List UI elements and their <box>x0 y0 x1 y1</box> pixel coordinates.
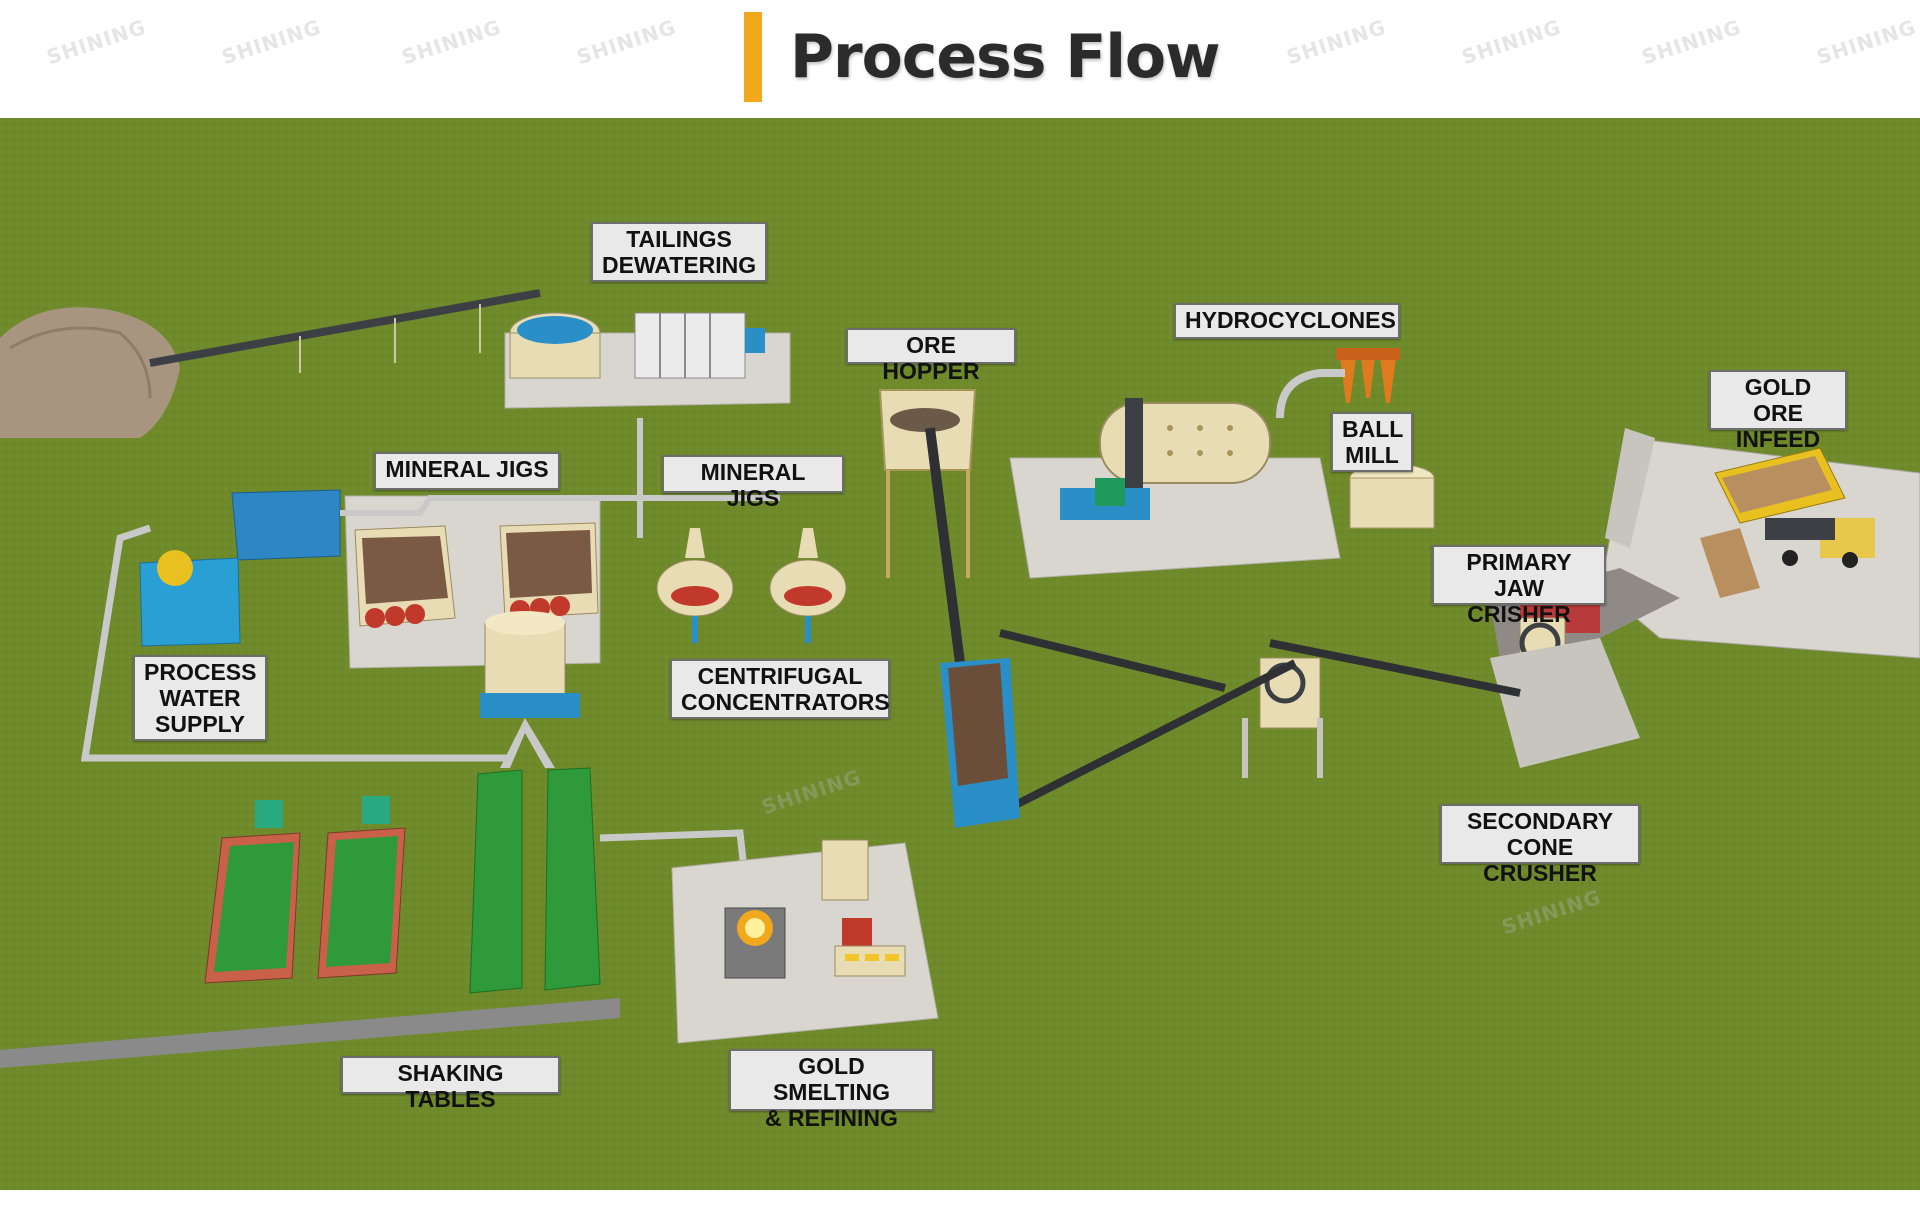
label-mineral-jigs-left: MINERAL JIGS <box>374 452 560 490</box>
screen-return-conveyor <box>999 629 1226 692</box>
label-gold-ore-infeed: GOLD ORE INFEED <box>1709 370 1847 452</box>
water-tank <box>231 489 341 561</box>
cone-to-screen-conveyor <box>988 659 1297 822</box>
label-ore-hopper: ORE HOPPER <box>846 328 1016 384</box>
tailings-pile <box>0 307 180 438</box>
green-launders <box>469 767 601 994</box>
label-mineral-jigs-right: MINERAL JIGS <box>662 455 844 511</box>
concrete-path <box>0 998 620 1068</box>
tailings-conveyor <box>149 289 541 367</box>
header: Process Flow <box>0 0 1920 118</box>
label-tailings-dewatering: TAILINGS DEWATERING <box>591 222 767 282</box>
title-block: Process Flow <box>744 12 1221 102</box>
filter-press <box>634 312 746 379</box>
water-pipe <box>80 524 510 762</box>
hopper-conveyor <box>925 427 965 664</box>
label-primary-jaw-crusher: PRIMARY JAW CRISHER <box>1432 545 1606 627</box>
shaking-tables-group <box>204 796 406 984</box>
jaw-to-cone-conveyor <box>1269 639 1521 697</box>
smelting-pad <box>671 842 939 1044</box>
footer-strip <box>0 1190 1920 1209</box>
label-hydrocyclones: HYDROCYCLONES <box>1174 303 1400 339</box>
label-gold-smelting-refining: GOLD SMELTING & REFINING <box>729 1049 934 1131</box>
plant-illustration <box>0 118 1920 1190</box>
plant-scene-svg <box>0 118 1920 1190</box>
title-accent-bar <box>744 12 762 102</box>
label-ball-mill: BALL MILL <box>1331 412 1413 472</box>
label-shaking-tables: SHAKING TABLES <box>341 1056 560 1112</box>
page-title: Process Flow <box>790 22 1221 92</box>
label-centrifugal-concentrators: CENTRIFUGAL CONCENTRATORS <box>670 659 890 719</box>
label-secondary-cone-crusher: SECONDARY CONE CRUSHER <box>1440 804 1640 886</box>
label-process-water-supply: PROCESS WATER SUPPLY <box>133 655 267 741</box>
vibrating-screen <box>948 663 1008 786</box>
centrifugal-concentrators <box>656 528 847 643</box>
refining-vessel <box>821 839 869 901</box>
hydrocyclones-cluster <box>1336 348 1400 403</box>
